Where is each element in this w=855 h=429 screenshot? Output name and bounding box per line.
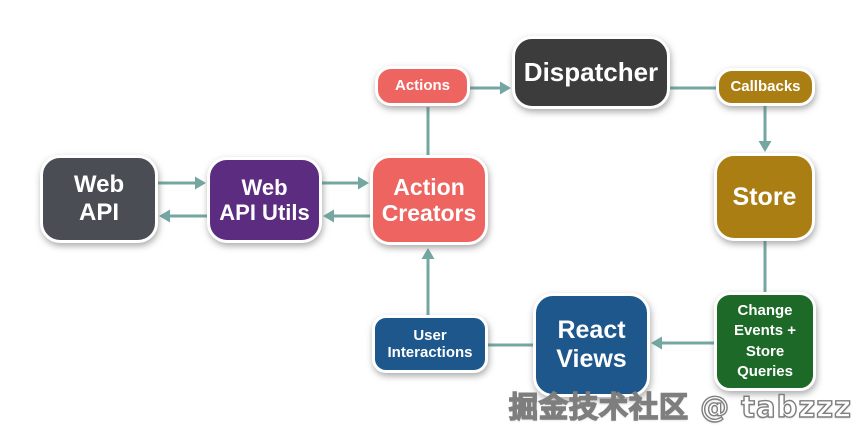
edge-callbacks-to-store: [758, 106, 772, 152]
arrowhead-left-icon: [651, 336, 662, 350]
node-dispatcher: Dispatcher: [512, 36, 670, 109]
node-web-api: Web API: [40, 155, 158, 243]
node-web-api-utils: Web API Utils: [207, 157, 322, 243]
node-action-creators: Action Creators: [370, 155, 488, 245]
node-store: Store: [714, 153, 815, 241]
arrowhead-right-icon: [195, 176, 206, 190]
arrowhead-left-icon: [159, 209, 170, 223]
arrowhead-right-icon: [500, 81, 511, 95]
node-user-interactions: User Interactions: [372, 315, 488, 373]
arrowhead-up-icon: [421, 248, 435, 259]
arrowhead-left-icon: [323, 209, 334, 223]
edge-web-api-utils-to-action-creators: [322, 176, 369, 190]
watermark: 掘金技术社区 @ tabzzz: [508, 389, 852, 424]
arrowhead-right-icon: [358, 176, 369, 190]
node-callbacks: Callbacks: [716, 68, 815, 106]
edge-web-api-utils-to-web-api: [159, 209, 207, 223]
edge-web-api-to-web-api-utils: [158, 176, 206, 190]
node-react-views: React Views: [533, 293, 650, 397]
edge-change-events-to-react-views: [651, 336, 714, 350]
edge-action-creators-to-web-api-utils: [323, 209, 370, 223]
node-actions: Actions: [375, 66, 470, 106]
edge-user-interactions-to-action-creators: [421, 248, 435, 315]
arrowhead-down-icon: [758, 141, 772, 152]
node-change-events-store-queries: Change Events + Store Queries: [714, 292, 816, 391]
edge-actions-to-dispatcher: [470, 81, 511, 95]
